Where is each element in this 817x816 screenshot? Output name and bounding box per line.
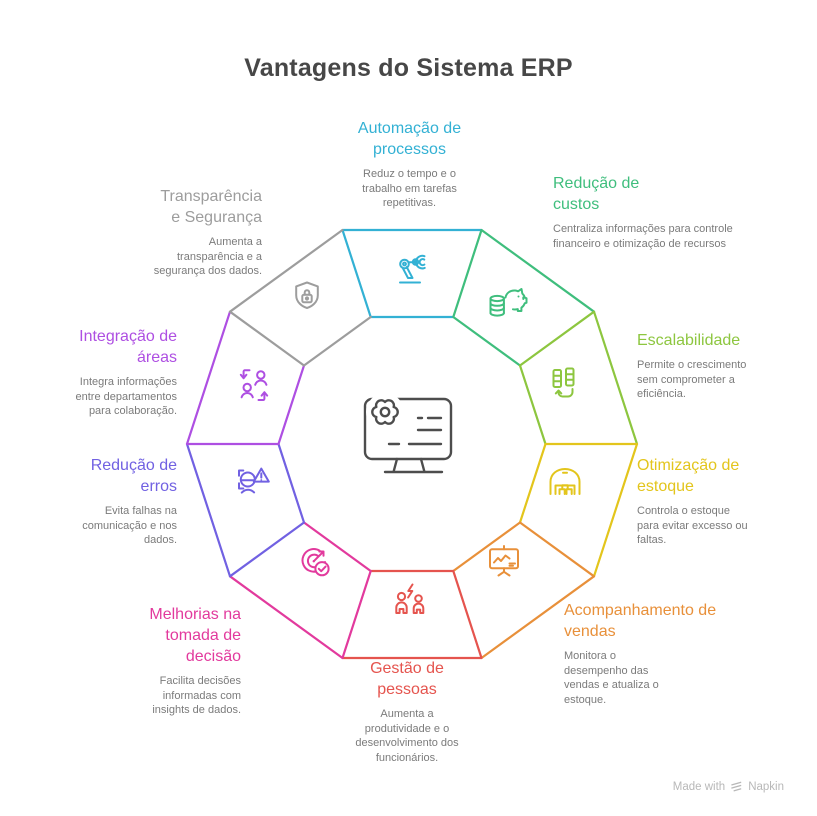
segment-title: Redução de erros	[90, 457, 177, 495]
segment-description: Aumenta a transparência e a segurança do…	[153, 236, 262, 277]
team-energy-icon	[388, 577, 432, 621]
erp-monitor-gear-glyph	[363, 393, 453, 474]
segment-reducao-de-custos-label: Redução de custos Centraliza informações…	[553, 173, 763, 251]
target-decision-icon	[292, 540, 336, 584]
segment-description: Aumenta a produtividade e o desenvolvime…	[355, 708, 459, 764]
segment-title: Escalabilidade	[637, 332, 741, 349]
piggy-bank-savings-icon	[484, 281, 528, 325]
segment-description: Integra informações entre departamentos …	[75, 376, 177, 417]
segment-border-acompanhamento-de-vendas	[452, 521, 596, 660]
segment-title: Melhorias na tomada de decisão	[149, 606, 241, 665]
error-alert-icon	[231, 460, 275, 504]
segment-description: Evita falhas na comunicação e nos dados.	[82, 505, 177, 546]
segment-title: Automação de processos	[357, 120, 462, 158]
segment-border-melhorias-na-tomada-de-decisao	[228, 521, 372, 660]
segment-title: Acompanhamento de vendas	[564, 602, 717, 640]
segment-reducao-de-erros-label: Redução de erros Evita falhas na comunic…	[27, 455, 177, 548]
segment-title: Integração de áreas	[79, 328, 177, 366]
napkin-brand-text: Napkin	[748, 780, 784, 793]
warehouse-icon	[543, 459, 587, 503]
segment-border-reducao-de-custos	[452, 228, 596, 367]
shield-lock-icon	[285, 276, 329, 320]
segment-description: Centraliza informações para controle fin…	[553, 223, 733, 250]
segment-description: Facilita decisões informadas com insight…	[152, 675, 241, 716]
made-with-text: Made with	[672, 780, 726, 793]
sales-chart-icon	[482, 541, 526, 585]
segment-border-escalabilidade	[518, 310, 639, 446]
people-swap-icon	[233, 363, 277, 407]
scalable-modules-icon	[541, 363, 585, 407]
segment-acompanhamento-de-vendas-label: Acompanhamento de vendas Monitora o dese…	[564, 600, 724, 707]
segment-border-integracao-de-areas	[185, 310, 306, 446]
made-with-napkin[interactable]: Made with Napkin	[673, 780, 784, 793]
segment-transparencia-e-seguranca-label: Transparência e Segurança Aumenta a tran…	[102, 186, 262, 279]
segment-title: Transparência e Segurança	[160, 188, 262, 226]
segment-automacao-de-processos-label: Automação de processos Reduz o tempo e o…	[322, 118, 497, 211]
segment-description: Controla o estoque para evitar excesso o…	[637, 505, 748, 546]
napkin-logo-icon	[731, 781, 742, 792]
segment-border-reducao-de-erros	[185, 442, 306, 578]
segment-title: Otimização de estoque	[637, 457, 740, 495]
segment-otimizacao-de-estoque-label: Otimização de estoque Controla o estoque…	[637, 455, 807, 548]
segment-integracao-de-areas-label: Integração de áreas Integra informações …	[17, 326, 177, 419]
segment-melhorias-na-tomada-de-decisao-label: Melhorias na tomada de decisão Facilita …	[81, 604, 241, 718]
segment-border-transparencia-e-seguranca	[228, 228, 372, 367]
robot-arm-icon	[388, 249, 432, 293]
segment-description: Monitora o desempenho das vendas e atual…	[564, 650, 659, 706]
segment-title: Gestão de pessoas	[370, 660, 444, 698]
segment-border-gestao-de-pessoas	[341, 569, 483, 660]
segment-gestao-de-pessoas-label: Gestão de pessoas Aumenta a produtividad…	[322, 658, 492, 765]
segment-description: Reduz o tempo e o trabalho em tarefas re…	[362, 168, 457, 209]
erp-monitor-gear-icon	[352, 383, 476, 479]
segment-title: Redução de custos	[553, 175, 640, 213]
segment-escalabilidade-label: Escalabilidade Permite o crescimento sem…	[637, 330, 807, 402]
segment-border-otimizacao-de-estoque	[518, 442, 639, 578]
segment-description: Permite o crescimento sem comprometer a …	[637, 359, 747, 400]
page-title: Vantagens do Sistema ERP	[244, 54, 573, 82]
